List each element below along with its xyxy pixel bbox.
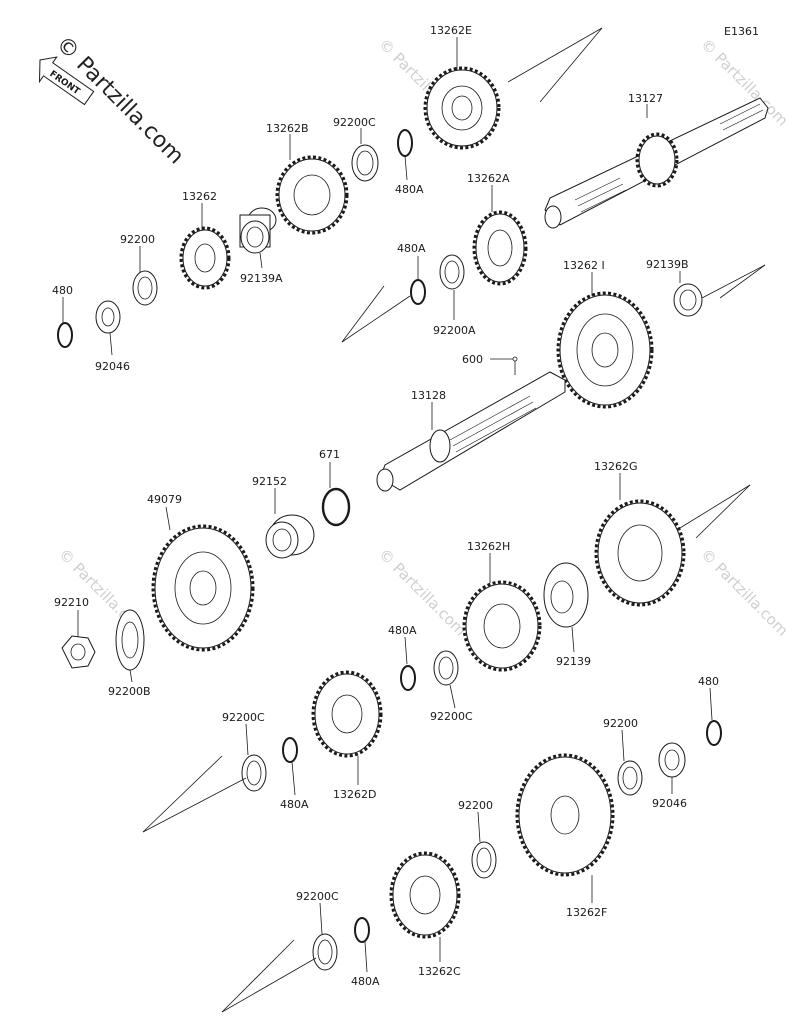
label-92200C-bot[interactable]: 92200C <box>296 890 339 903</box>
bearing-92139[interactable] <box>543 562 589 628</box>
bearing-92046-right[interactable] <box>658 742 686 778</box>
figure-code: E1361 <box>724 25 759 38</box>
washer-92200-left[interactable] <box>132 270 158 306</box>
label-49079[interactable]: 49079 <box>147 493 182 506</box>
label-13262I[interactable]: 13262 I <box>563 259 605 272</box>
label-13128[interactable]: 13128 <box>411 389 446 402</box>
label-13262E[interactable]: 13262E <box>430 24 472 37</box>
gear-13262I[interactable] <box>556 291 654 409</box>
label-13262[interactable]: 13262 <box>182 190 217 203</box>
label-13262B[interactable]: 13262B <box>266 122 309 135</box>
gear-13262H[interactable] <box>462 580 542 672</box>
circlip-480A-bot[interactable] <box>354 917 370 943</box>
circlip-480A-top[interactable] <box>397 129 413 157</box>
oring-671[interactable] <box>321 487 351 527</box>
circlip-480A-mid[interactable] <box>410 279 426 305</box>
label-13262D[interactable]: 13262D <box>333 788 376 801</box>
label-92210[interactable]: 92210 <box>54 596 89 609</box>
washer-92200B[interactable] <box>115 609 145 671</box>
gear-13262E[interactable] <box>423 66 501 150</box>
bearing-92139B[interactable] <box>673 283 703 317</box>
label-92200C-top[interactable]: 92200C <box>333 116 376 129</box>
sprocket-49079[interactable] <box>151 524 255 652</box>
label-92200A[interactable]: 92200A <box>433 324 476 337</box>
washer-92200C-low[interactable] <box>433 650 459 686</box>
label-13262H[interactable]: 13262H <box>467 540 510 553</box>
countershaft-13127[interactable] <box>544 97 769 229</box>
label-13127[interactable]: 13127 <box>628 92 663 105</box>
gear-13262D[interactable] <box>311 670 383 758</box>
label-92139[interactable]: 92139 <box>556 655 591 668</box>
bearing-92046-left[interactable] <box>95 300 121 334</box>
label-480-right[interactable]: 480 <box>698 675 719 688</box>
leader-lines <box>62 37 713 973</box>
label-92046-left[interactable]: 92046 <box>95 360 130 373</box>
gear-13262A[interactable] <box>472 210 528 286</box>
bearing-92139A[interactable] <box>239 207 277 254</box>
partzilla-watermark: © Partzilla.com <box>51 32 189 170</box>
mainshaft-13128[interactable] <box>376 371 566 492</box>
washer-92200-right[interactable] <box>617 760 643 796</box>
label-13262G[interactable]: 13262G <box>594 460 638 473</box>
washer-92200C-d[interactable] <box>241 754 267 792</box>
gear-13262G[interactable] <box>594 499 686 607</box>
part-labels: 13262E 92200C 480A 13262B 13127 13262A 1… <box>52 24 719 988</box>
washer-92200A[interactable] <box>439 254 465 290</box>
gear-13262F[interactable] <box>515 753 615 877</box>
watermark-5: © Partzilla.com <box>697 545 792 640</box>
circlip-480-right[interactable] <box>706 720 722 746</box>
label-480-left[interactable]: 480 <box>52 284 73 297</box>
label-480A-bot[interactable]: 480A <box>351 975 380 988</box>
label-92139B[interactable]: 92139B <box>646 258 689 271</box>
label-480A-top[interactable]: 480A <box>395 183 424 196</box>
label-92046-right[interactable]: 92046 <box>652 797 687 810</box>
washer-92200C-top[interactable] <box>351 144 379 182</box>
label-671[interactable]: 671 <box>319 448 340 461</box>
gear-13262C[interactable] <box>389 851 461 939</box>
label-92200-right[interactable]: 92200 <box>603 717 638 730</box>
label-92200-mid[interactable]: 92200 <box>458 799 493 812</box>
gear-13262[interactable] <box>179 226 231 290</box>
label-13262A[interactable]: 13262A <box>467 172 510 185</box>
washer-92200C-bot[interactable] <box>312 933 338 971</box>
label-92152[interactable]: 92152 <box>252 475 287 488</box>
label-480A-d[interactable]: 480A <box>280 798 309 811</box>
washer-92200-mid[interactable] <box>471 841 497 879</box>
nut-92210[interactable] <box>61 635 96 669</box>
label-600[interactable]: 600 <box>462 353 483 366</box>
label-92200C-low[interactable]: 92200C <box>430 710 473 723</box>
label-92200B[interactable]: 92200B <box>108 685 151 698</box>
gear-13262B[interactable] <box>275 155 349 235</box>
label-480A-low[interactable]: 480A <box>388 624 417 637</box>
label-13262F[interactable]: 13262F <box>566 906 607 919</box>
circlip-480-left[interactable] <box>57 322 73 348</box>
circlip-480A-d[interactable] <box>282 737 298 763</box>
circlip-480A-low[interactable] <box>400 665 416 691</box>
label-13262C[interactable]: 13262C <box>418 965 461 978</box>
collar-92152[interactable] <box>265 514 315 559</box>
label-480A-mid[interactable]: 480A <box>397 242 426 255</box>
label-92200-left[interactable]: 92200 <box>120 233 155 246</box>
label-92200C-d[interactable]: 92200C <box>222 711 265 724</box>
label-92139A[interactable]: 92139A <box>240 272 283 285</box>
